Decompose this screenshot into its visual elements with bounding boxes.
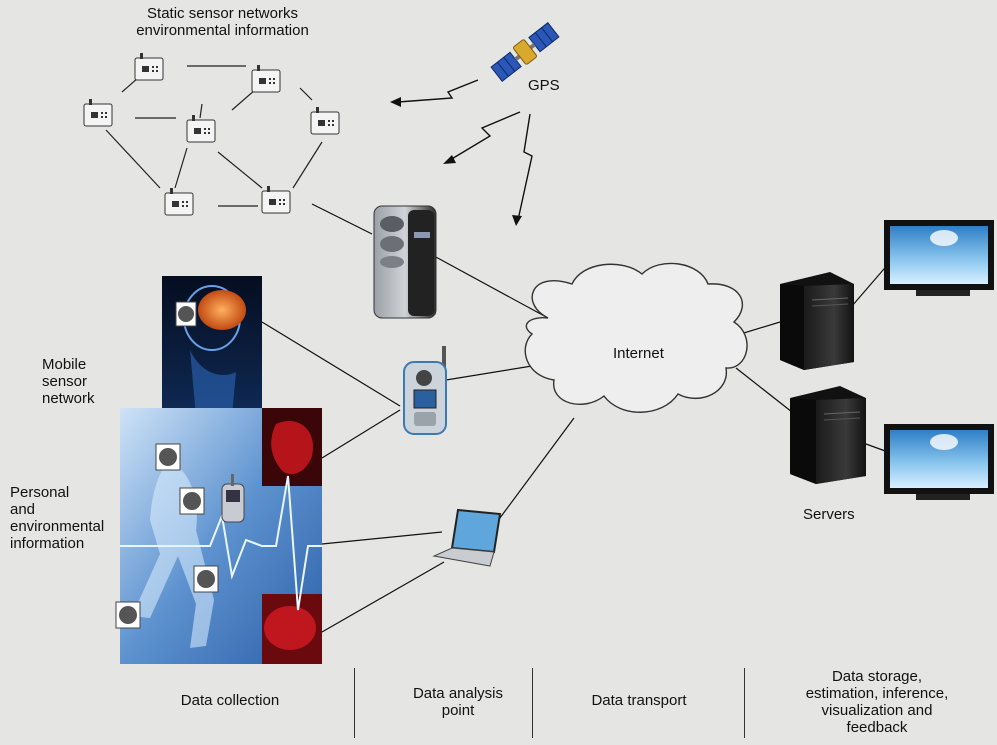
static-sensor-links — [105, 65, 323, 207]
static-sensor-node — [83, 99, 113, 127]
gps-label: GPS — [528, 77, 560, 94]
monitor-icon — [884, 220, 994, 296]
personal-info-label: Personal and environmental information — [10, 484, 104, 552]
internet-cloud-icon — [524, 262, 748, 413]
gps-satellite-icon — [490, 22, 560, 82]
static-network-label-line2: environmental information — [136, 22, 309, 39]
static-sensor-node — [310, 107, 340, 135]
personal-info-label-line2: and — [10, 501, 36, 518]
stage-label-line: Data collection — [180, 692, 280, 709]
servers-label: Servers — [803, 506, 855, 523]
stage-label-line: Data storage, — [831, 668, 923, 685]
wireless-arrowheads — [390, 97, 522, 226]
personal-info-label-line1: Personal — [10, 484, 70, 501]
stage-separator — [354, 668, 355, 738]
stage-data-transport: Data transport — [554, 692, 724, 709]
mobile-network-label-line1: Mobile — [42, 356, 87, 373]
wired-links — [261, 203, 891, 633]
static-sensor-node — [261, 186, 291, 214]
wearable-sensor-icon — [175, 301, 197, 327]
body-sensor-panel — [120, 276, 322, 664]
mobile-network-label-line2: sensor — [42, 373, 88, 390]
static-sensor-node — [164, 188, 194, 216]
wearable-sensor-icon — [193, 565, 219, 593]
stage-separator — [744, 668, 745, 738]
stage-label-line: Data transport — [591, 692, 687, 709]
server-tower-icon — [780, 272, 854, 370]
static-sensor-node — [251, 65, 281, 93]
gateway-device-icon — [373, 205, 437, 319]
stage-label-line: feedback — [846, 719, 908, 736]
stage-data-collection: Data collection — [130, 692, 330, 709]
internet-label: Internet — [613, 345, 664, 362]
wearable-sensor-icon — [179, 487, 205, 515]
wearable-sensor-icon — [115, 601, 141, 629]
wireless-links — [397, 79, 533, 221]
stage-label-line: Data analysis — [412, 685, 504, 702]
mobile-network-label: Mobile sensor network — [42, 356, 95, 407]
stage-label-line: estimation, inference, — [805, 685, 949, 702]
static-sensor-node — [134, 53, 164, 81]
stage-separator — [532, 668, 533, 738]
mobile-phone-icon — [403, 346, 447, 435]
stage-label-line: visualization and — [821, 702, 933, 719]
static-network-label-line1: Static sensor networks — [147, 5, 298, 22]
stage-data-storage: Data storage, estimation, inference, vis… — [774, 668, 980, 736]
static-network-label: Static sensor networks environmental inf… — [110, 5, 335, 39]
mobile-network-label-line3: network — [42, 390, 95, 407]
stage-label-line: point — [441, 702, 475, 719]
wearable-sensor-icon — [155, 443, 181, 471]
static-sensor-node — [186, 115, 216, 143]
small-phone-icon — [221, 474, 245, 523]
stage-data-analysis: Data analysis point — [372, 685, 544, 719]
personal-info-label-line3: environmental — [10, 518, 105, 535]
personal-info-label-line4: information — [10, 535, 85, 552]
monitor-icon — [884, 424, 994, 500]
server-tower-icon — [790, 386, 866, 484]
laptop-icon — [432, 508, 502, 567]
